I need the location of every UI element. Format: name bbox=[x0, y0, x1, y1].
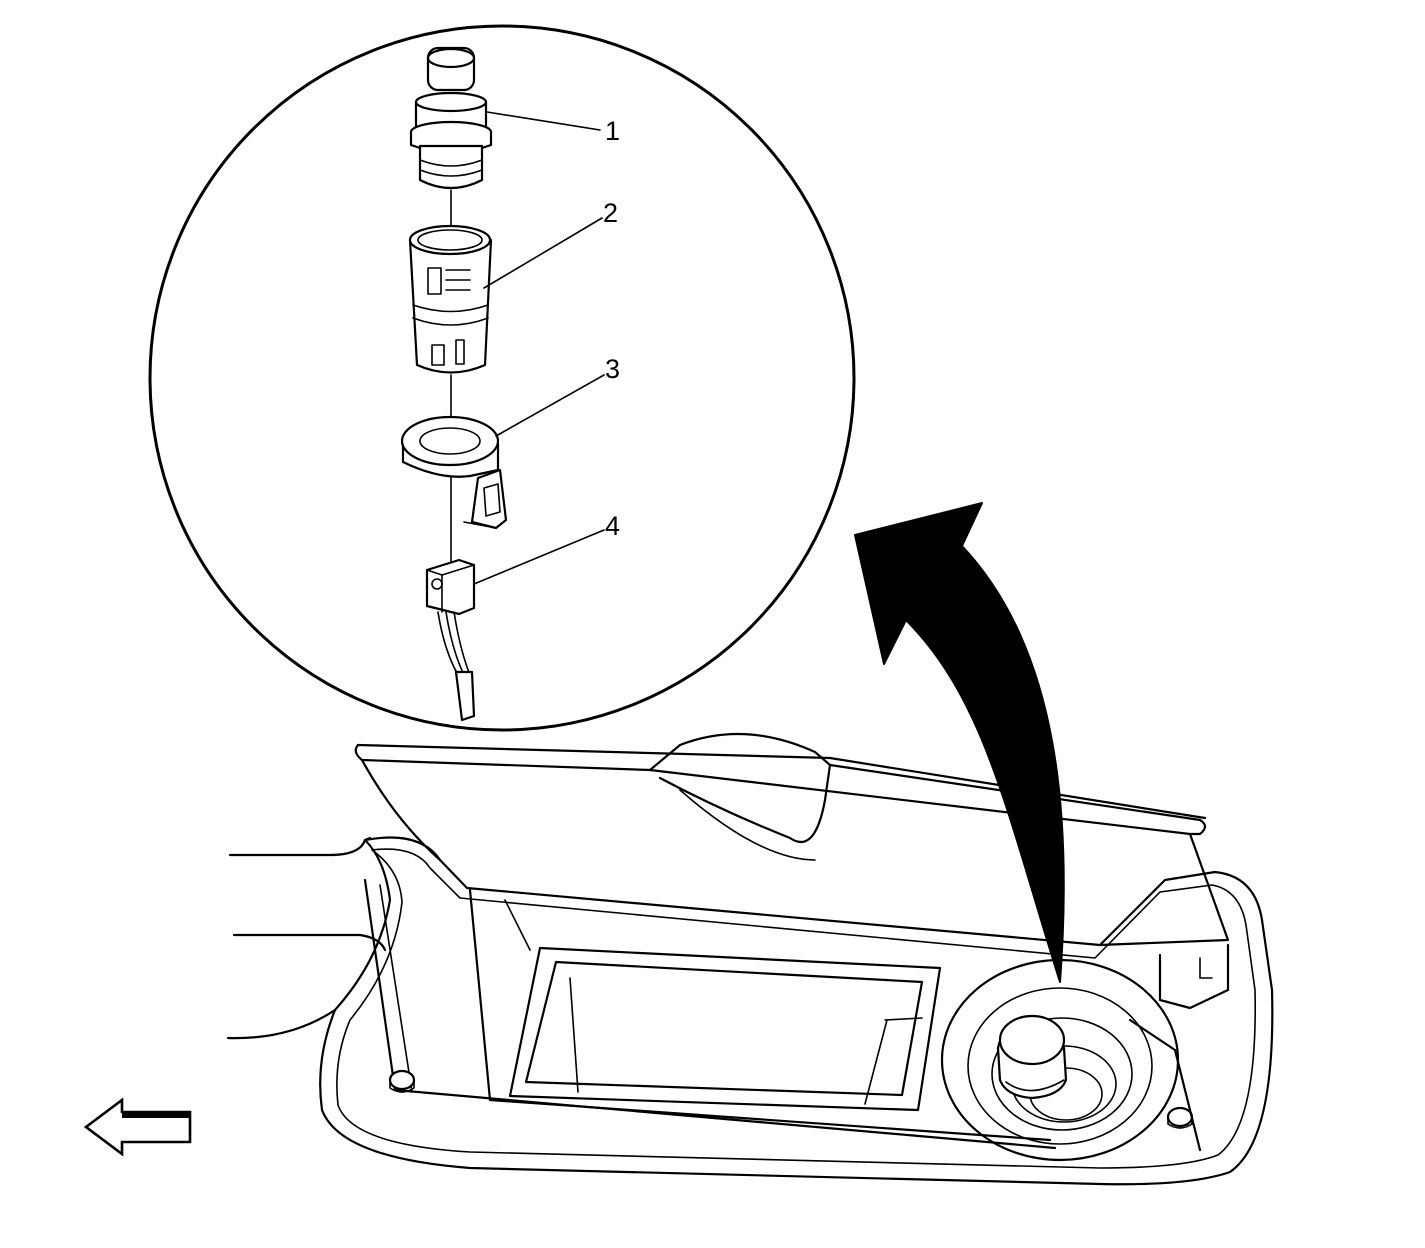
console-lid bbox=[354, 732, 1230, 947]
center-console bbox=[226, 836, 1274, 1186]
callout-1: 1 bbox=[605, 116, 620, 146]
forward-arrow-icon bbox=[83, 1097, 192, 1157]
detail-circle bbox=[148, 24, 856, 732]
callout-labels: 1 2 3 4 bbox=[603, 116, 620, 541]
curved-arrow-icon bbox=[854, 502, 1065, 983]
callout-3: 3 bbox=[605, 354, 620, 384]
lighter-bezel bbox=[400, 415, 508, 530]
lighter-housing bbox=[408, 224, 493, 374]
leader-lines bbox=[473, 111, 605, 585]
electrical-connector bbox=[425, 558, 476, 722]
callout-2: 2 bbox=[603, 198, 618, 228]
callout-4: 4 bbox=[605, 511, 620, 541]
lighter-element bbox=[409, 46, 493, 190]
